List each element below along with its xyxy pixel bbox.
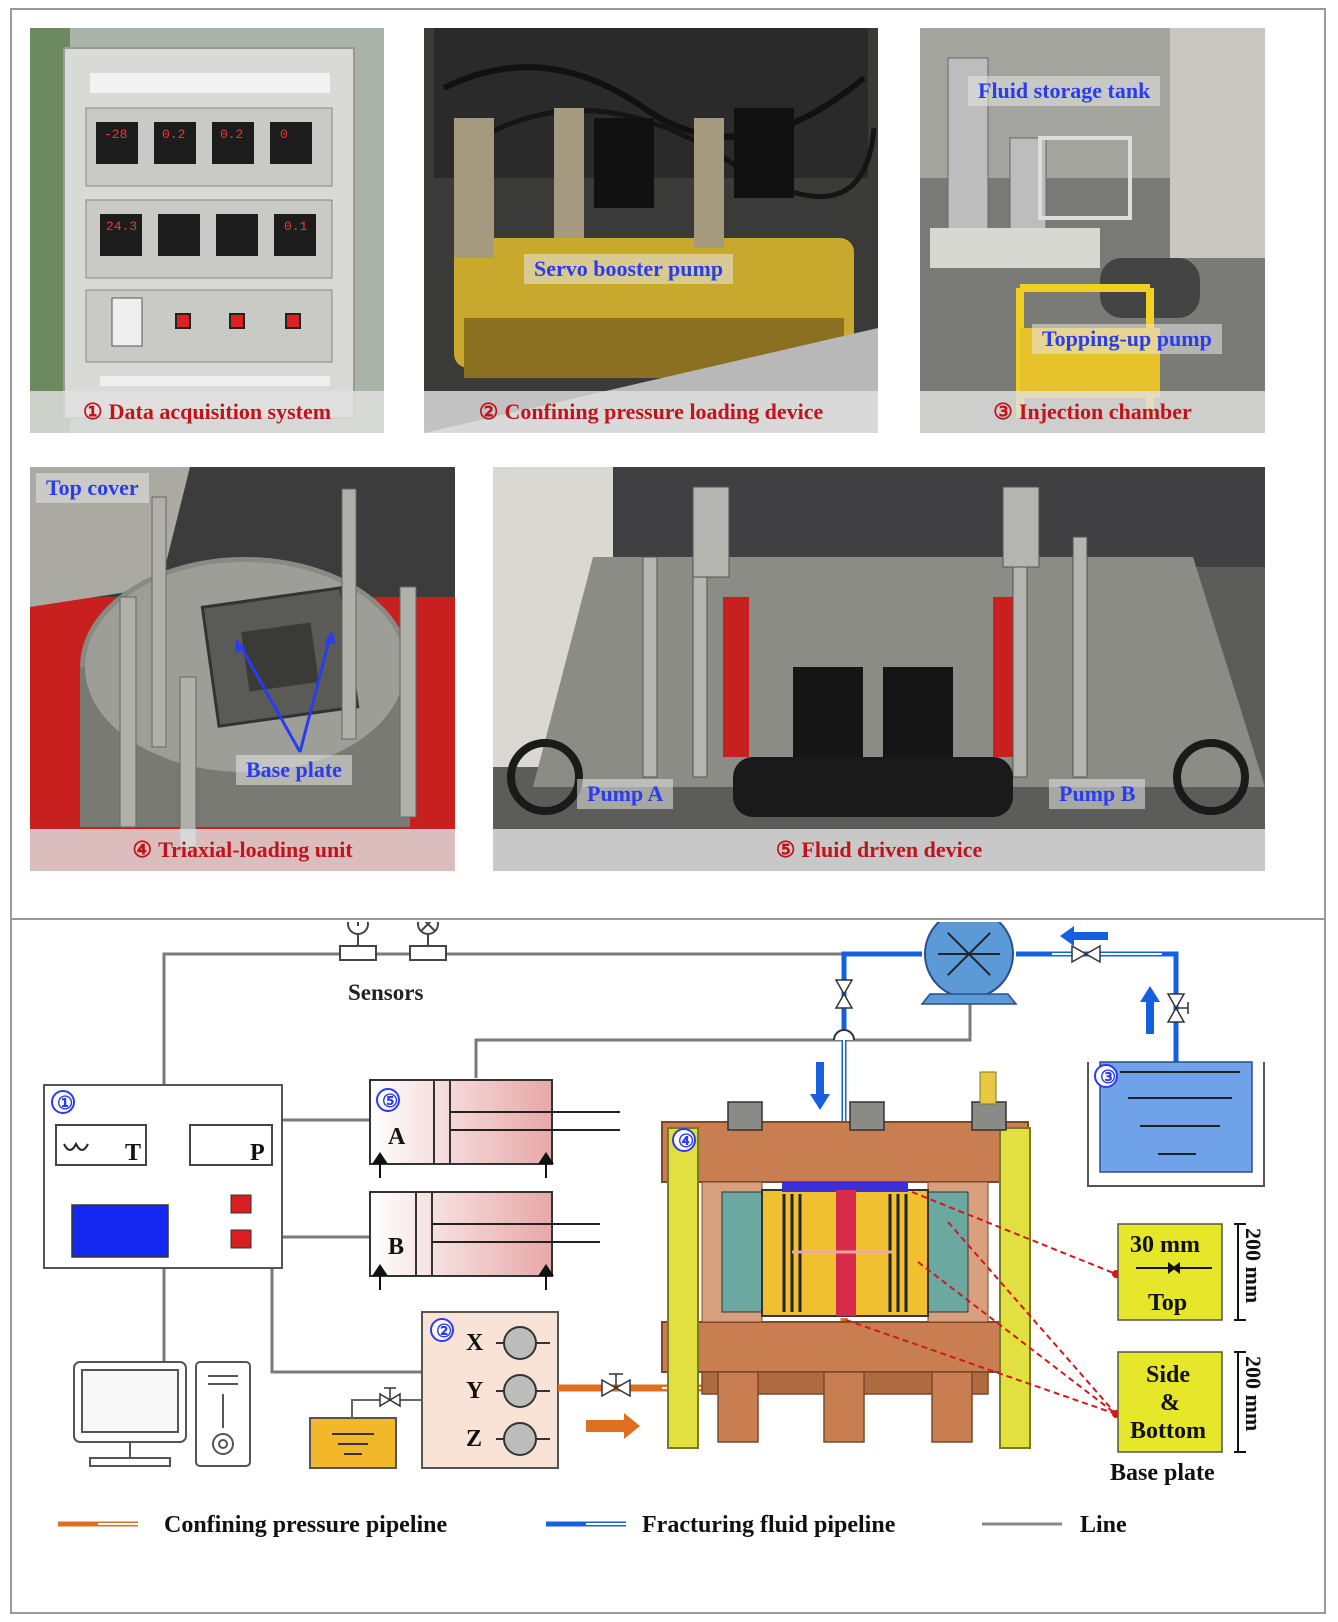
label-servo-booster-pump: Servo booster pump (524, 254, 734, 284)
figure-frame (10, 8, 1326, 1614)
readout-5: 24.3 (106, 219, 137, 234)
sensors-label: Sensors (348, 980, 423, 1005)
triaxial-loading-frame: ④ (661, 1071, 1031, 1449)
legend-confining-label: Confining pressure pipeline (164, 1512, 448, 1538)
label-pump-b: Pump B (1049, 779, 1146, 809)
computer-icon (73, 1361, 251, 1467)
axis-y-label: Y (466, 1378, 483, 1404)
legend-fracturing-label: Fracturing fluid pipeline (642, 1512, 896, 1538)
pump-number: ⑤ (382, 1091, 398, 1111)
axis-x-label: X (466, 1330, 484, 1356)
readout-3: 0.2 (220, 127, 243, 142)
top-width-label: 30 mm (1130, 1232, 1200, 1258)
axis-z-label: Z (466, 1426, 482, 1452)
oil-reservoir (309, 1387, 422, 1469)
top-height-label: 200 mm (1241, 1228, 1266, 1303)
triaxial-number: ④ (678, 1131, 694, 1151)
confining-number: ② (436, 1321, 452, 1341)
triaxial-unit-illustration (30, 467, 455, 871)
tank-number: ③ (1100, 1067, 1116, 1087)
schematic-svg: Sensors ① T P (43, 909, 1266, 1538)
legend: Confining pressure pipeline Fracturing f… (58, 1512, 1127, 1538)
label-fluid-storage-tank: Fluid storage tank (968, 76, 1161, 106)
sensor-gauge (339, 913, 377, 961)
pump-a-label: A (388, 1124, 406, 1150)
label-topping-up-pump: Topping-up pump (1032, 324, 1222, 354)
schematic-diagram: Sensors ① T P (12, 909, 1324, 1612)
fracturing-fluid-pipeline (810, 926, 1189, 1172)
ampersand-label: & (1160, 1390, 1180, 1416)
servo-pump-illustration (424, 28, 878, 433)
side-height-label: 200 mm (1241, 1356, 1266, 1431)
label-pump-a: Pump A (577, 779, 674, 809)
fluid-storage-tank: ③ (1087, 1061, 1265, 1187)
top-label: Top (1148, 1290, 1187, 1316)
base-plate-title: Base plate (1110, 1460, 1215, 1486)
label-base-plate: Base plate (236, 755, 352, 785)
readout-1: -28 (104, 127, 127, 142)
confining-pressure-device: ② X Y Z (421, 1311, 559, 1469)
pump-cylinder-b: B (369, 1191, 600, 1290)
bottom-label: Bottom (1130, 1418, 1206, 1444)
temperature-label: T (125, 1140, 141, 1166)
daq-box: ① T P (43, 1084, 283, 1269)
daq-number: ① (57, 1093, 73, 1113)
readout-8: 0.1 (284, 219, 308, 234)
base-plate-detail: 30 mm Top 200 mm Side & Bottom 200 mm Ba… (1110, 1223, 1266, 1486)
side-label: Side (1146, 1362, 1190, 1388)
legend-line-label: Line (1080, 1512, 1127, 1538)
fluid-pump-icon (920, 909, 1018, 1005)
section-divider (10, 918, 1326, 920)
pump-b-label: B (388, 1234, 404, 1260)
cabinet-illustration: -28 0.2 0.2 0 24.3 0.1 (30, 28, 384, 433)
sensor-valve (409, 913, 447, 961)
label-top-cover: Top cover (36, 473, 149, 503)
signal-lines (162, 952, 972, 1374)
leader-lines (845, 1191, 1117, 1415)
pressure-label: P (250, 1140, 265, 1166)
readout-2: 0.2 (162, 127, 185, 142)
pump-cylinder-a: ⑤ A (369, 1079, 620, 1178)
fluid-driven-device-illustration (493, 467, 1265, 871)
readout-4: 0 (280, 127, 288, 142)
